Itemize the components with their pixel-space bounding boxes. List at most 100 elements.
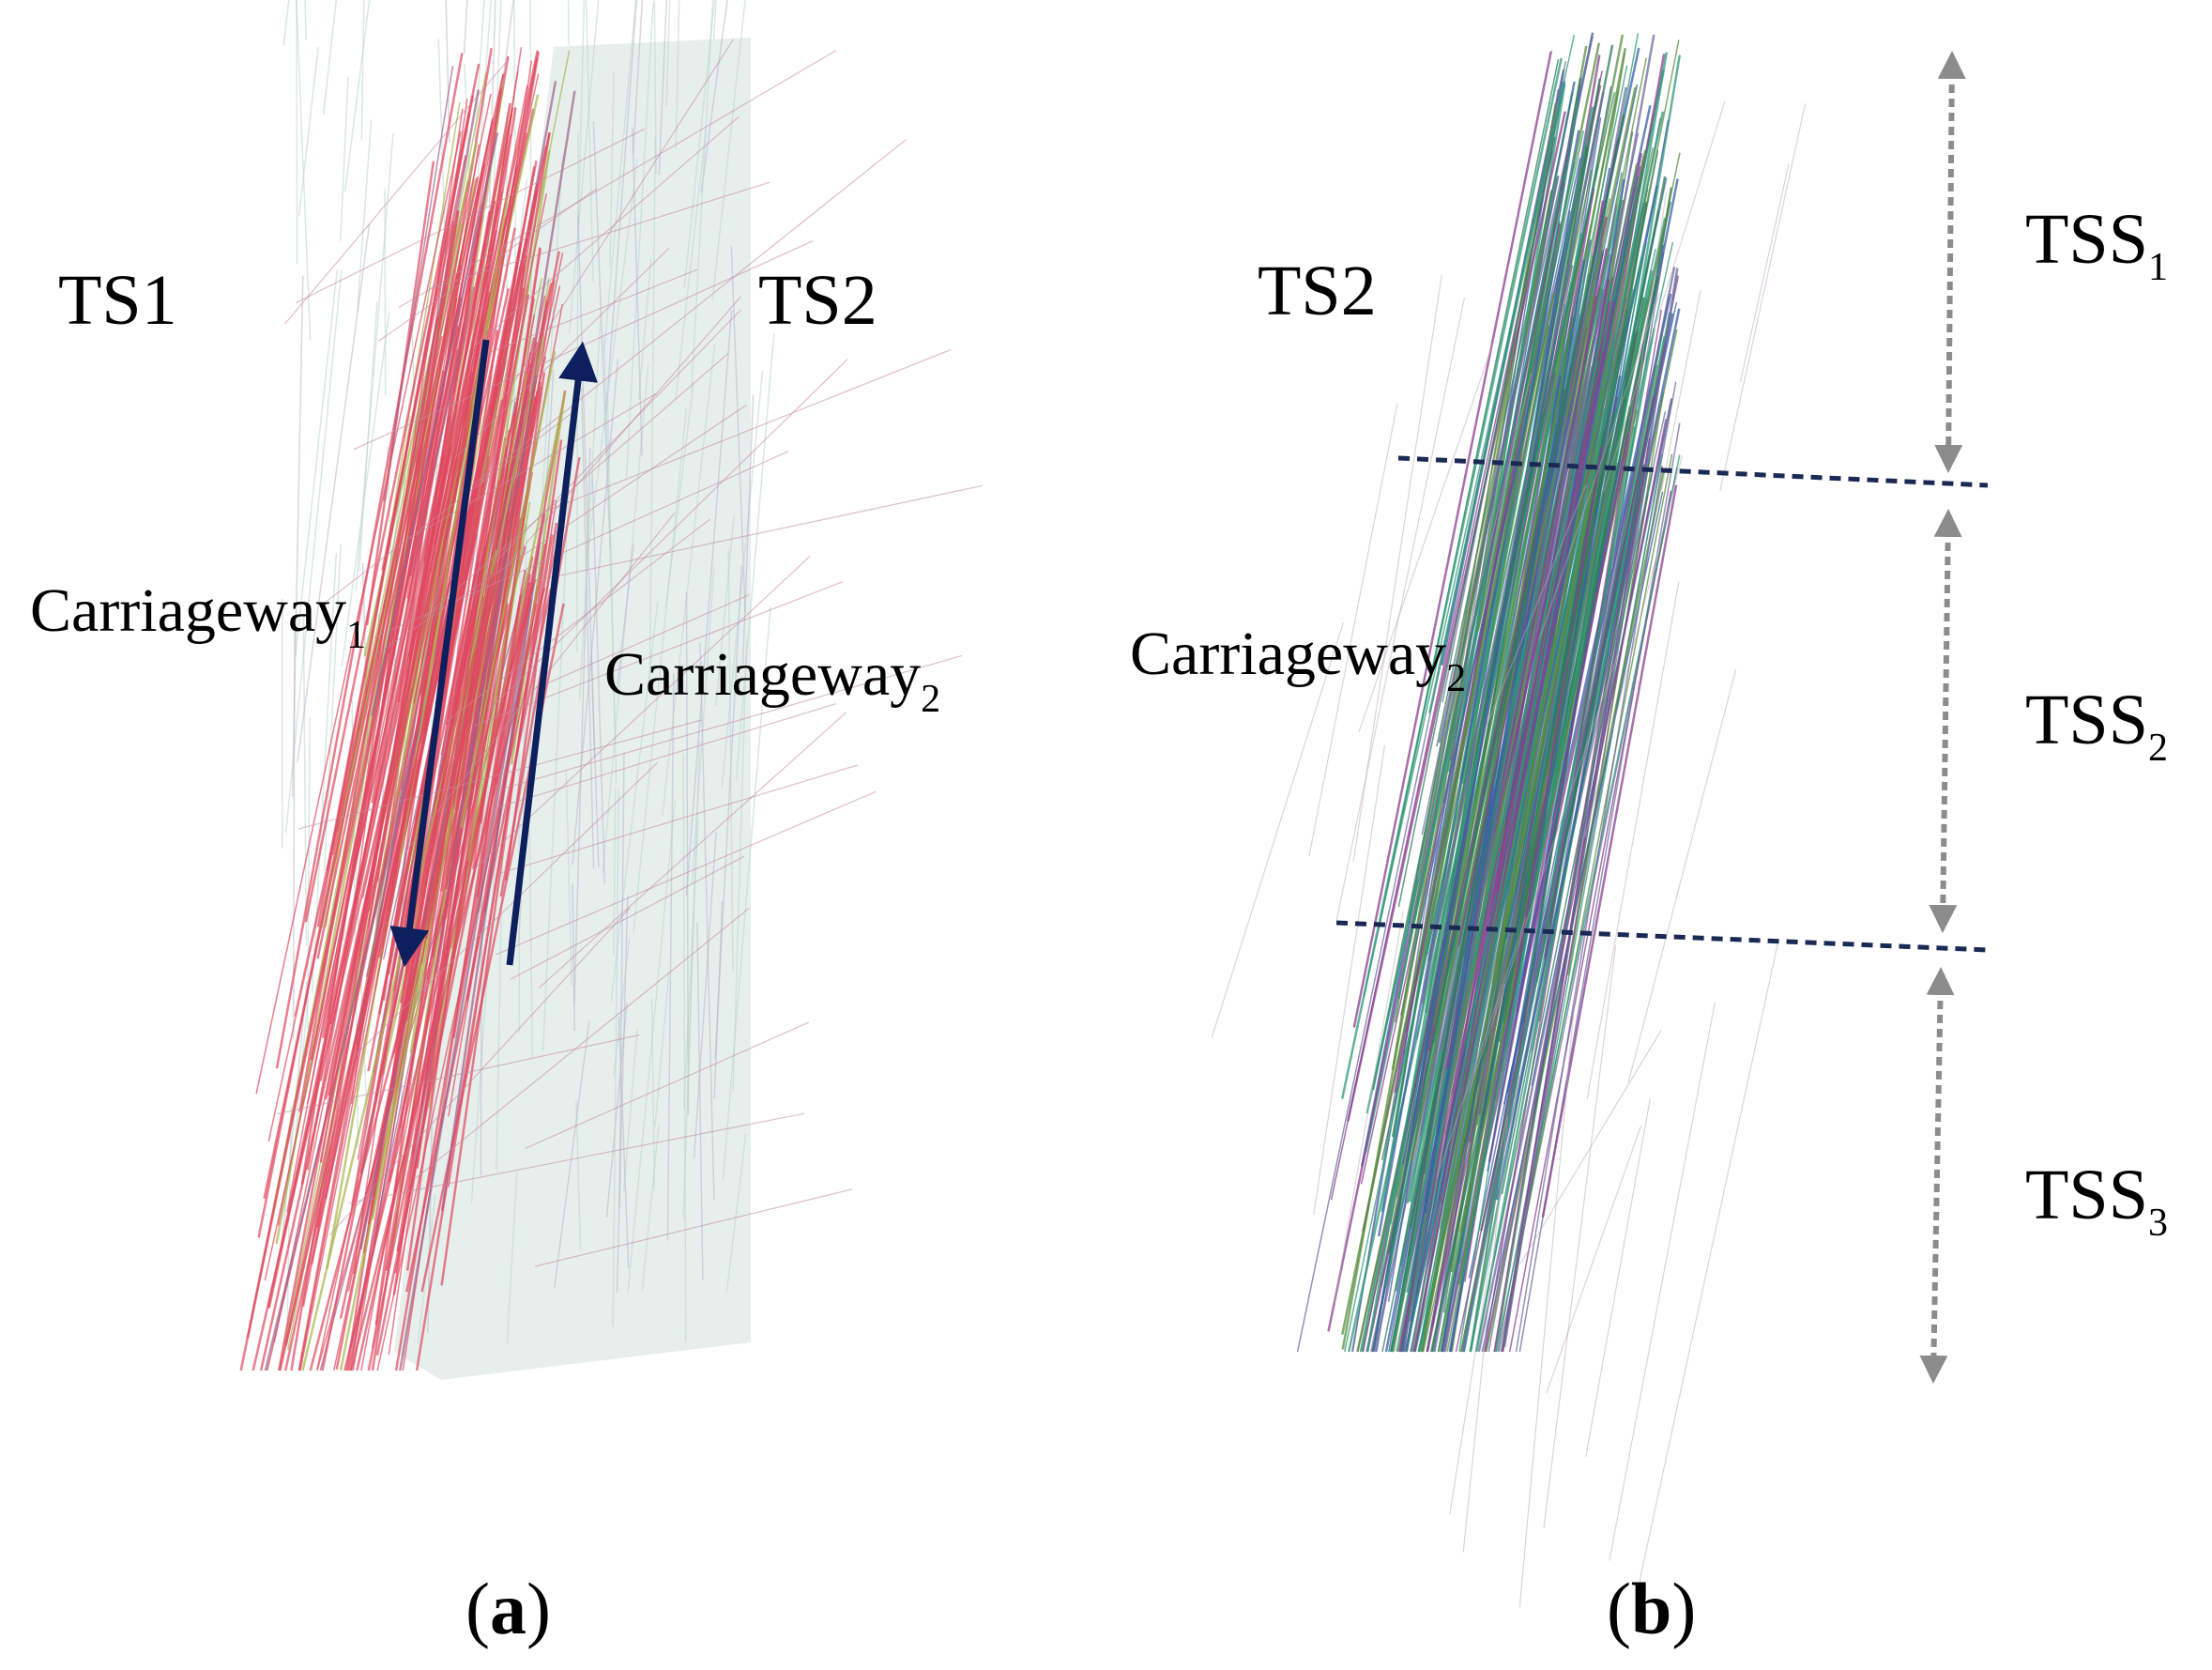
trajectory-line bbox=[304, 63, 481, 923]
trajectory-line bbox=[577, 0, 586, 228]
trajectory-line bbox=[291, 275, 304, 797]
trajectory-line bbox=[302, 613, 308, 946]
trajectory-line bbox=[296, 0, 312, 341]
trajectory-line bbox=[1719, 103, 1807, 491]
segment-label-tss1: TSS1 bbox=[2025, 200, 2168, 289]
trajectory-line bbox=[1491, 149, 1647, 985]
trajectory-line bbox=[1585, 1097, 1651, 1457]
trajectory-line bbox=[735, 333, 775, 781]
trajectory-line bbox=[1394, 102, 1557, 1023]
trajectory-line bbox=[326, 413, 572, 603]
trajectory-line bbox=[1515, 465, 1663, 1353]
trajectory-line bbox=[374, 451, 789, 638]
trajectory-line bbox=[1344, 355, 1551, 1353]
trajectory-line bbox=[1441, 324, 1549, 905]
trajectory-line bbox=[1468, 651, 1620, 1092]
trajectory-line bbox=[341, 312, 390, 666]
trajectory-line bbox=[627, 801, 677, 1294]
trajectory-line bbox=[470, 807, 500, 1203]
trajectory-line bbox=[1388, 114, 1625, 1254]
trajectory-line bbox=[653, 0, 657, 175]
trajectory-line bbox=[495, 390, 567, 785]
trajectory-line bbox=[375, 577, 535, 1356]
caption-a: (a) bbox=[465, 1568, 551, 1649]
panel-a: TS1 TS2 Carriageway1 Carriageway2 (a) bbox=[30, 0, 983, 1649]
trajectory-line bbox=[506, 1170, 518, 1344]
trajectory-line bbox=[568, 0, 570, 46]
trajectory-line bbox=[1486, 484, 1587, 727]
trajectory-line bbox=[442, 518, 711, 725]
trajectory-line bbox=[1543, 381, 1639, 960]
trajectory-line bbox=[430, 181, 770, 290]
trajectory-line bbox=[662, 345, 716, 816]
trajectory-line bbox=[1397, 136, 1556, 908]
trajectory-line bbox=[1436, 92, 1574, 747]
trajectory-line bbox=[328, 907, 631, 1236]
trajectory-line bbox=[693, 832, 717, 1158]
trajectory-line bbox=[685, 592, 690, 1115]
trajectory-line bbox=[622, 1027, 638, 1192]
trajectory-line bbox=[1474, 468, 1655, 1353]
trajectory-line bbox=[1609, 1002, 1716, 1561]
trajectory-line bbox=[1412, 300, 1616, 1353]
trajectories-b bbox=[1211, 32, 1807, 1608]
trajectory-line bbox=[286, 1106, 292, 1343]
trajectory-line bbox=[654, 971, 670, 1127]
trajectory-line bbox=[722, 606, 771, 1181]
trajectory-line bbox=[1481, 491, 1664, 1353]
trajectory-line bbox=[298, 316, 439, 1112]
trajectory-line bbox=[1347, 111, 1566, 1122]
trajectory-line bbox=[495, 309, 741, 563]
carriageway-1-direction-arrow bbox=[389, 339, 490, 968]
trajectory-line bbox=[263, 176, 480, 1200]
trajectory-line bbox=[1495, 308, 1681, 1201]
trajectory-line bbox=[1313, 744, 1386, 1215]
trajectory-line bbox=[492, 703, 836, 810]
trajectory-line bbox=[1501, 437, 1651, 1353]
trajectory-line bbox=[637, 257, 652, 400]
panel-b: TS2 Carriageway2 TSS1 TSS2 TSS3 (b) bbox=[1130, 32, 2168, 1649]
trajectory-line bbox=[409, 392, 658, 540]
trajectory-line bbox=[1493, 293, 1672, 1100]
trajectory-line bbox=[1583, 455, 1683, 838]
trajectory-line bbox=[1541, 484, 1678, 1218]
trajectory-line bbox=[440, 543, 542, 1211]
trajectory-line bbox=[730, 245, 746, 614]
trajectory-line bbox=[355, 132, 394, 591]
trajectory-line bbox=[1402, 416, 1568, 1353]
trajectory-line bbox=[1424, 479, 1596, 1330]
trajectory-line bbox=[632, 0, 644, 154]
trajectory-line bbox=[327, 272, 458, 1019]
trajectory-line bbox=[378, 188, 598, 342]
trajectory-line bbox=[1512, 453, 1673, 1287]
trajectory-line bbox=[542, 471, 571, 1052]
trajectory-line bbox=[1660, 289, 1701, 491]
trajectory-line bbox=[1341, 293, 1555, 1335]
trajectory-line bbox=[648, 137, 656, 685]
trajectory-line bbox=[666, 672, 675, 1241]
trajectory-line bbox=[585, 159, 638, 570]
trajectory-line bbox=[401, 221, 455, 584]
trajectory-line bbox=[665, 0, 671, 107]
trajectory-line bbox=[331, 93, 492, 856]
trajectory-line bbox=[368, 108, 464, 745]
carriageway-1-label: Carriageway1 bbox=[30, 576, 366, 657]
label-ts2-b: TS2 bbox=[1258, 252, 1377, 330]
trajectory-line bbox=[495, 790, 877, 956]
trajectory-line bbox=[1472, 101, 1579, 728]
trajectory-line bbox=[613, 789, 617, 956]
trajectory-line bbox=[1334, 911, 1404, 1304]
trajectory-line bbox=[510, 855, 745, 980]
trajectory-line bbox=[510, 391, 567, 765]
trajectory-line bbox=[356, 119, 373, 313]
trajectory-line bbox=[1461, 266, 1676, 1353]
trajectory-line bbox=[1381, 480, 1562, 1353]
trajectory-line bbox=[696, 922, 704, 1280]
trajectory-line bbox=[1358, 342, 1494, 732]
trajectory-line bbox=[425, 575, 493, 940]
trajectory-line bbox=[460, 350, 557, 828]
trajectory-line bbox=[1586, 581, 1680, 1099]
trajectory-line bbox=[452, 113, 513, 503]
segment-arrow-tss1 bbox=[1934, 51, 1966, 473]
trajectory-line bbox=[1211, 621, 1344, 1038]
